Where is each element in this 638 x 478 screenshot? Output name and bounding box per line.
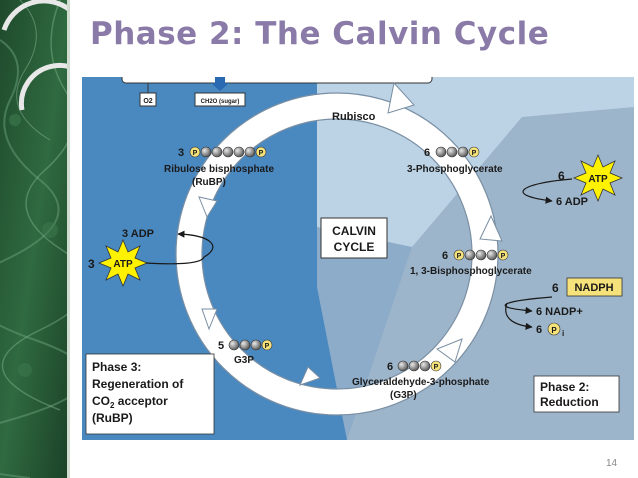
o2-label: O2: [143, 98, 152, 105]
phase2-label: Phase 2: Reduction: [533, 375, 620, 413]
calvin-cycle-diagram: O2 CH2O (sugar) CALVIN CYCLE Rubisco 6 P…: [82, 77, 634, 440]
adp-phase3-arrow: [177, 230, 214, 258]
svg-text:Regeneration of: Regeneration of: [92, 377, 184, 391]
svg-text:P: P: [193, 150, 198, 157]
atp-star-phase2: ATP: [572, 153, 624, 203]
pgp-molecule: 6 P: [424, 146, 480, 159]
svg-text:ATP: ATP: [113, 259, 133, 270]
pi-count: 6: [536, 324, 542, 336]
svg-text:P: P: [265, 343, 270, 350]
sugar-label: CH2O (sugar): [201, 99, 240, 105]
g3p5-label: G3P: [234, 355, 254, 366]
atp-star-phase3: ATP: [97, 238, 149, 288]
rubp-molecule: 3 P P: [178, 146, 267, 159]
sugar-arrow: [211, 77, 229, 91]
svg-text:P: P: [457, 253, 462, 260]
phase-divider: [317, 227, 412, 440]
phase3-region: [82, 77, 347, 440]
nadph-box: NADPH: [566, 277, 623, 297]
g3p6-abbr: (G3P): [390, 390, 417, 401]
calvin-cycle-label: CALVIN CYCLE: [320, 217, 388, 259]
svg-text:6: 6: [424, 147, 430, 159]
svg-text:P: P: [259, 150, 264, 157]
adp-out-label: 6 ADP: [556, 196, 588, 208]
pi-symbol: P i: [547, 322, 564, 338]
svg-text:CALVIN: CALVIN: [332, 224, 376, 238]
pgp-label: 3-Phosphoglycerate: [407, 164, 503, 175]
nadph-arrow-2: [505, 302, 533, 330]
top-panel: [121, 77, 433, 84]
svg-text:P: P: [472, 150, 477, 157]
slide-title: Phase 2: The Calvin Cycle: [90, 16, 550, 52]
svg-text:6: 6: [442, 250, 448, 262]
marble-sidebar: [0, 0, 70, 478]
adp-phase3-label: 3 ADP: [122, 228, 154, 240]
bpg-molecule: 6 P P: [442, 249, 509, 262]
svg-text:5: 5: [218, 340, 224, 352]
sugar-box: [194, 92, 246, 107]
atp-arrow: [522, 178, 573, 204]
cycle-arrowheads: [198, 81, 503, 386]
rubp-abbr: (RuBP): [192, 177, 226, 188]
slide-number: 14: [606, 458, 618, 469]
nadph-count: 6: [552, 281, 559, 295]
svg-text:CYCLE: CYCLE: [334, 240, 375, 254]
g3p6-label: Glyceraldehyde-3-phosphate: [352, 377, 490, 388]
svg-text:(RuBP): (RuBP): [92, 411, 133, 425]
svg-text:NADPH: NADPH: [574, 282, 613, 294]
svg-text:P: P: [501, 253, 506, 260]
svg-text:3: 3: [178, 147, 184, 159]
atp-in-count: 6: [558, 169, 565, 183]
svg-text:CO2 acceptor: CO2 acceptor: [92, 394, 168, 410]
svg-text:Phase 2:: Phase 2:: [540, 380, 589, 394]
g3p5-molecule: 5 P: [218, 339, 273, 352]
svg-text:6: 6: [387, 361, 393, 373]
svg-text:ATP: ATP: [588, 174, 608, 185]
g3p6-molecule: 6 P: [387, 360, 442, 373]
svg-text:Phase 3:: Phase 3:: [92, 360, 141, 374]
atp-phase3-count: 3: [88, 257, 95, 271]
rubisco-label: Rubisco: [332, 111, 376, 123]
nadp-out-label: 6 NADP+: [536, 306, 583, 318]
svg-text:P: P: [434, 364, 439, 371]
phase3-label: Phase 3: Regeneration of CO2 acceptor (R…: [85, 353, 215, 435]
atp-phase3-arrow: [145, 256, 205, 265]
svg-text:i: i: [562, 329, 564, 338]
rubp-label: Ribulose bisphosphate: [164, 164, 274, 175]
svg-text:Reduction: Reduction: [540, 395, 599, 409]
bpg-label: 1, 3-Bisphosphoglycerate: [410, 266, 532, 277]
svg-text:P: P: [551, 326, 557, 335]
